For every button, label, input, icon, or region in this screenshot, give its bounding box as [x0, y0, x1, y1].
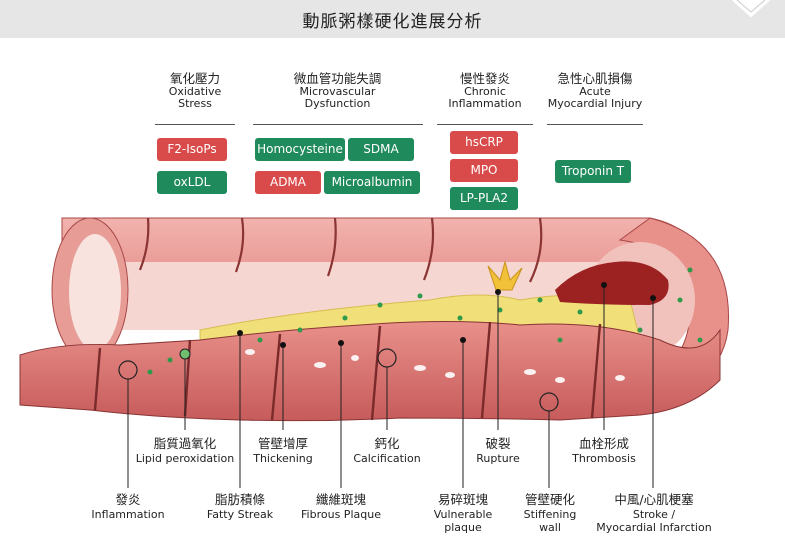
category-oxidative-stress: 氧化壓力 Oxidative Stress	[150, 71, 240, 110]
label-en: Rupture	[476, 452, 520, 465]
label-rupture: 破裂 Rupture	[468, 436, 528, 465]
marker-mpo: MPO	[450, 159, 518, 182]
label-zh: 發炎	[115, 492, 141, 507]
category-microvascular: 微血管功能失調 Microvascular Dysfunction	[265, 71, 410, 110]
category-zh: 急性心肌損傷	[557, 71, 633, 86]
label-fatty-streak: 脂肪積條 Fatty Streak	[198, 492, 282, 521]
label-zh: 易碎斑塊	[437, 492, 488, 507]
label-calcification: 鈣化 Calcification	[347, 436, 427, 465]
label-en: Inflammation	[91, 508, 165, 521]
label-en2: plaque	[444, 521, 482, 534]
label-inflammation: 發炎 Inflammation	[88, 492, 168, 521]
label-en: Lipid peroxidation	[135, 452, 235, 465]
label-en1: Stiffening	[523, 508, 577, 521]
marker-adma: ADMA	[255, 171, 321, 194]
label-lipid-peroxidation: 脂質過氧化 Lipid peroxidation	[130, 436, 240, 465]
marker-troponin: Troponin T	[555, 160, 631, 183]
label-zh: 管壁增厚	[257, 436, 308, 451]
category-en1: Acute	[579, 85, 611, 98]
label-en: Thrombosis	[572, 452, 636, 465]
chevron-down-icon	[732, 0, 770, 18]
category-zh: 慢性發炎	[459, 71, 510, 86]
label-en: Thickening	[253, 452, 313, 465]
label-en: Calcification	[353, 452, 421, 465]
category-en1: Oxidative	[168, 85, 222, 98]
category-en2: Dysfunction	[304, 97, 371, 110]
category-zh: 微血管功能失調	[293, 71, 382, 86]
label-en: Fibrous Plaque	[301, 508, 381, 521]
marker-oxldl: oxLDL	[157, 171, 227, 194]
label-zh: 脂質過氧化	[153, 436, 217, 451]
label-vulnerable-plaque: 易碎斑塊 Vulnerable plaque	[423, 492, 503, 534]
category-en1: Chronic	[464, 85, 506, 98]
rupture-burst	[487, 260, 523, 291]
category-acute-injury: 急性心肌損傷 Acute Myocardial Injury	[545, 71, 645, 110]
page-header: 動脈粥樣硬化進展分析	[0, 0, 785, 38]
label-zh: 脂肪積條	[214, 492, 265, 507]
lipid-focus-circle	[179, 348, 191, 360]
marker-hscrp: hsCRP	[450, 131, 518, 154]
category-divider	[437, 124, 533, 125]
category-en2: Inflammation	[448, 97, 522, 110]
artery-front-wall	[19, 321, 721, 422]
label-fibrous-plaque: 纖維斑塊 Fibrous Plaque	[296, 492, 386, 521]
label-en2: Myocardial Infarction	[596, 521, 712, 534]
marker-homocysteine: Homocysteine	[255, 138, 345, 161]
category-en2: Myocardial Injury	[547, 97, 643, 110]
marker-f2isops: F2-IsoPs	[157, 138, 227, 161]
label-zh: 中風/心肌梗塞	[614, 492, 694, 507]
category-en1: Microvascular	[299, 85, 376, 98]
label-en2: wall	[539, 521, 561, 534]
marker-microalbumin: Microalbumin	[324, 171, 420, 194]
label-stiffening-wall: 管壁硬化 Stiffening wall	[512, 492, 588, 534]
category-divider	[253, 124, 423, 125]
marker-sdma: SDMA	[348, 138, 414, 161]
label-zh: 血栓形成	[578, 436, 629, 451]
category-zh: 氧化壓力	[169, 71, 220, 86]
label-zh: 鈣化	[374, 436, 400, 451]
label-zh: 管壁硬化	[524, 492, 575, 507]
category-chronic-inflammation: 慢性發炎 Chronic Inflammation	[440, 71, 530, 110]
page-title: 動脈粥樣硬化進展分析	[302, 12, 483, 32]
label-en: Fatty Streak	[206, 508, 274, 521]
marker-lppla2: LP-PLA2	[450, 187, 518, 210]
label-zh: 纖維斑塊	[315, 492, 366, 507]
label-stroke-infarction: 中風/心肌梗塞 Stroke / Myocardial Infarction	[595, 492, 713, 534]
label-en1: Stroke /	[632, 508, 676, 521]
thrombus	[555, 261, 669, 305]
label-thickening: 管壁增厚 Thickening	[243, 436, 323, 465]
category-divider	[547, 124, 643, 125]
label-thrombosis: 血栓形成 Thrombosis	[569, 436, 639, 465]
category-divider	[155, 124, 235, 125]
label-en1: Vulnerable	[433, 508, 493, 521]
label-zh: 破裂	[485, 436, 511, 451]
category-en2: Stress	[178, 97, 212, 110]
